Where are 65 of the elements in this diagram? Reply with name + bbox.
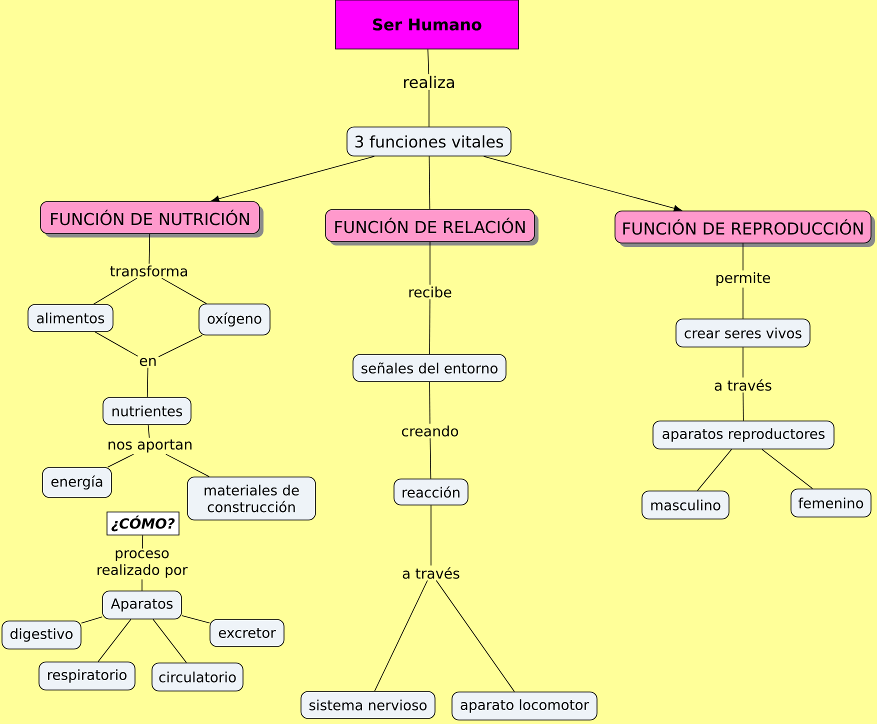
connector-line [182, 615, 210, 624]
concept-box: respiratorio [38, 662, 136, 690]
connector-line [374, 580, 428, 692]
connector-line [428, 156, 430, 210]
concept-box: 3 funciones vitales [346, 126, 512, 156]
concept-box: femenino [790, 488, 872, 518]
concept-box: reacción [394, 478, 468, 506]
concept-box: alimentos [28, 304, 114, 332]
concept-box: aparato locomotor [452, 692, 598, 720]
connector-line [142, 535, 144, 549]
linking-phrase: nos aportan [108, 440, 192, 452]
concept-box: crear seres vivos [676, 318, 810, 348]
connector-line [427, 49, 430, 75]
connector-line [436, 580, 515, 692]
connector-line [697, 449, 732, 491]
concept-box: masculino [642, 490, 730, 520]
linking-phrase: transforma [110, 265, 187, 276]
connector-line [94, 332, 138, 357]
question-box: ¿CÓMO? [106, 512, 180, 536]
heading-box: FUNCIÓN DE REPRODUCCIÓN [614, 210, 875, 247]
linking-phrase: a través [714, 379, 772, 391]
concept-box: nutrientes [102, 397, 192, 425]
linking-phrase: permite [716, 272, 770, 286]
concept-box: excretor [210, 619, 284, 647]
arrow [483, 156, 682, 212]
concept-box: energía [42, 467, 112, 498]
title-box: Ser Humano [335, 0, 519, 50]
connector-line [428, 89, 430, 127]
connector-line [430, 505, 432, 566]
connector-line [742, 347, 744, 378]
connector-line [148, 234, 150, 264]
concept-box: materiales de construcción [187, 476, 316, 520]
linking-phrase: en [140, 358, 156, 366]
connector-line [161, 278, 207, 304]
connector-line [152, 619, 187, 663]
linking-phrase: realiza [404, 76, 454, 88]
linking-phrase: creando [402, 425, 458, 436]
concept-box: señales del entorno [352, 354, 506, 382]
connector-line [158, 335, 203, 358]
connector-line [93, 278, 138, 304]
connector-line [165, 454, 210, 477]
connector-line [146, 367, 148, 398]
connector-line [429, 298, 430, 354]
connector-line [107, 454, 134, 468]
connector-line [742, 243, 744, 271]
connector-line [148, 424, 150, 438]
concept-box: sistema nervioso [300, 691, 436, 719]
concept-box: circulatorio [152, 662, 244, 692]
concept-box: digestivo [2, 620, 82, 650]
heading-box: FUNCIÓN DE NUTRICIÓN [40, 201, 264, 238]
concept-box: oxígeno [198, 304, 270, 336]
connector-line [742, 392, 744, 421]
linking-phrase: recibe [409, 286, 452, 298]
heading-box: FUNCIÓN DE RELACIÓN [325, 209, 538, 246]
linking-phrase: proceso realizado por [98, 550, 188, 578]
connector-line [762, 449, 813, 489]
connector-line [98, 619, 132, 662]
connector-line [430, 438, 432, 479]
concept-box: Aparatos [102, 590, 182, 620]
linking-phrase: a través [402, 567, 460, 579]
arrow [211, 156, 375, 202]
connector-line [81, 616, 102, 624]
concept-box: aparatos reproductores [652, 420, 834, 450]
connector-line [742, 287, 744, 319]
connector-line [429, 382, 430, 424]
